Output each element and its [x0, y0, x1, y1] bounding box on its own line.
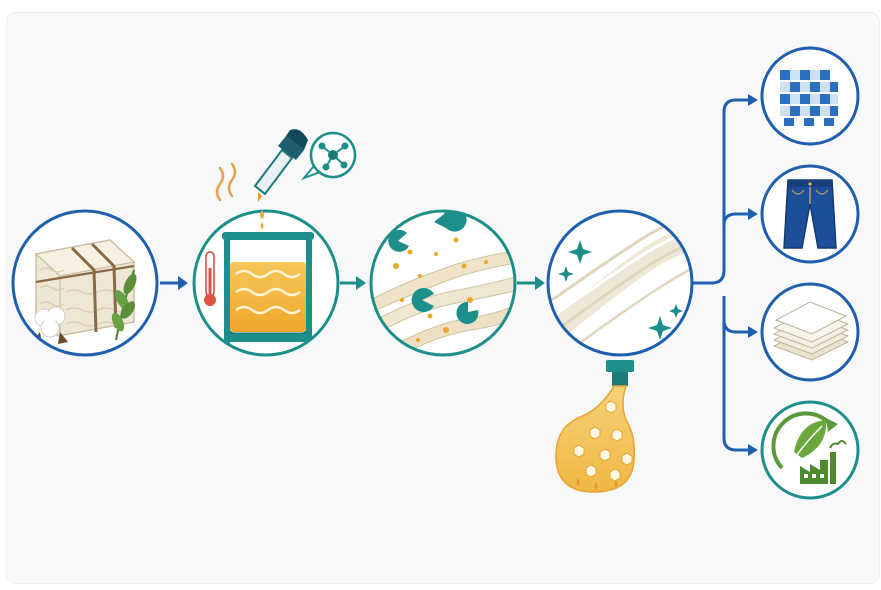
output-denim	[762, 166, 858, 262]
branch-connector	[692, 100, 750, 450]
stage-raw-cotton	[13, 211, 157, 355]
stage-purified-cellulose	[548, 211, 700, 355]
output-green-industry	[762, 402, 858, 498]
branch-arrowheads	[748, 94, 758, 456]
arrow-enzyme-to-cellulose	[517, 276, 545, 290]
output-woven-textile	[762, 48, 858, 144]
outlet-nozzle-icon	[606, 360, 634, 386]
arrow-reactor-to-enzyme	[340, 276, 366, 290]
output-paper-sheets	[762, 284, 858, 380]
sugar-liquid-icon	[556, 386, 634, 492]
molecule-bubble-icon	[304, 133, 355, 178]
stage-enzymatic-hydrolysis	[370, 208, 522, 355]
thermometer-icon	[204, 252, 216, 306]
arrow-cotton-to-reactor	[160, 276, 188, 290]
steam-icon	[217, 164, 235, 200]
cotton-bale-icon	[32, 240, 139, 344]
byproduct-sugar-stream	[556, 360, 634, 492]
stage-pretreatment	[194, 129, 355, 355]
